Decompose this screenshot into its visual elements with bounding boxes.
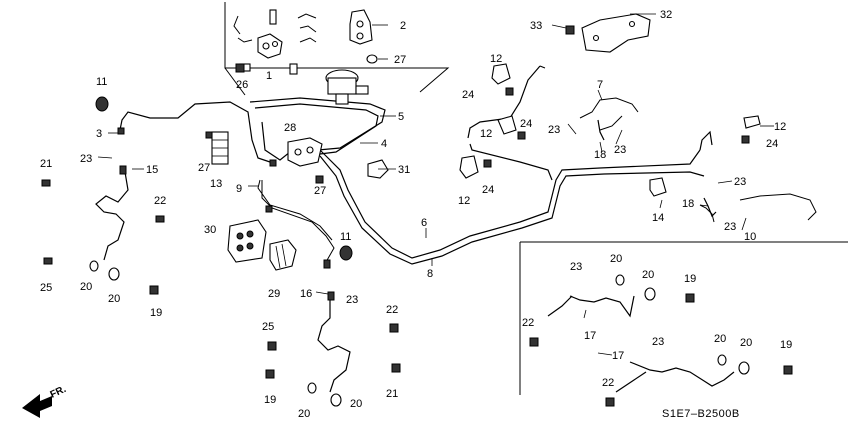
washer-20-b <box>108 267 120 281</box>
callout-12-b[interactable]: 12 <box>480 128 492 140</box>
components <box>41 9 793 407</box>
clip-12-d <box>743 115 761 129</box>
callout-25-b[interactable]: 25 <box>262 321 274 333</box>
grommet-11-left <box>95 96 109 112</box>
bolts <box>41 25 793 407</box>
callout-23-b[interactable]: 23 <box>346 294 358 306</box>
callout-19-b[interactable]: 19 <box>264 394 276 406</box>
callout-31[interactable]: 31 <box>398 164 410 176</box>
callout-6[interactable]: 6 <box>421 217 427 229</box>
callout-33[interactable]: 33 <box>530 20 542 32</box>
callout-20-e[interactable]: 20 <box>610 253 622 265</box>
callout-7[interactable]: 7 <box>597 79 603 91</box>
callout-23-f[interactable]: 23 <box>724 221 736 233</box>
callout-20-h[interactable]: 20 <box>740 337 752 349</box>
callout-27-b[interactable]: 27 <box>198 162 210 174</box>
grommet-11-center <box>339 245 353 261</box>
callout-22-a[interactable]: 22 <box>154 195 166 207</box>
callout-29[interactable]: 29 <box>268 288 280 300</box>
callout-24-d[interactable]: 24 <box>766 138 778 150</box>
callout-23-g[interactable]: 23 <box>570 261 582 273</box>
callout-23-d[interactable]: 23 <box>614 144 626 156</box>
leader-lines <box>97 13 774 356</box>
callout-10[interactable]: 10 <box>744 231 756 243</box>
callout-14[interactable]: 14 <box>652 212 664 224</box>
callout-19-c[interactable]: 19 <box>684 273 696 285</box>
clip-14 <box>649 177 667 197</box>
clip-29 <box>269 239 297 271</box>
callout-19-a[interactable]: 19 <box>150 307 162 319</box>
callout-21-a[interactable]: 21 <box>40 158 52 170</box>
callout-27-a[interactable]: 27 <box>394 54 406 66</box>
callout-12-a[interactable]: 12 <box>490 53 502 65</box>
callout-20-f[interactable]: 20 <box>642 269 654 281</box>
callout-20-a[interactable]: 20 <box>80 281 92 293</box>
callout-22-b[interactable]: 22 <box>386 304 398 316</box>
callout-19-d[interactable]: 19 <box>780 339 792 351</box>
callout-30[interactable]: 30 <box>204 224 216 236</box>
clamp-30 <box>227 219 267 263</box>
callout-23-h[interactable]: 23 <box>652 336 664 348</box>
washer-20-f <box>644 287 656 301</box>
washer-20-g <box>717 354 727 366</box>
callout-5[interactable]: 5 <box>398 111 404 123</box>
callout-3[interactable]: 3 <box>96 128 102 140</box>
callout-21-b[interactable]: 21 <box>386 388 398 400</box>
nut-27-top <box>366 54 378 64</box>
callout-11-left[interactable]: 11 <box>96 76 107 88</box>
callout-23-e[interactable]: 23 <box>734 176 746 188</box>
callout-18-a[interactable]: 18 <box>594 149 606 161</box>
brake-hoses <box>95 171 735 393</box>
callout-12-c[interactable]: 12 <box>458 195 470 207</box>
callout-2[interactable]: 2 <box>400 20 406 32</box>
callout-24-b[interactable]: 24 <box>520 118 532 130</box>
proportioning-valve-1 <box>257 33 283 59</box>
callout-23-a[interactable]: 23 <box>80 153 92 165</box>
callout-25-a[interactable]: 25 <box>40 282 52 294</box>
callout-26[interactable]: 26 <box>236 79 248 91</box>
clip-12-a <box>491 63 511 85</box>
brake-pipes <box>119 65 817 265</box>
inset-frame-bottom-right <box>519 241 848 395</box>
callout-11-center[interactable]: 11 <box>340 231 351 243</box>
callout-17-b[interactable]: 17 <box>612 350 624 362</box>
diagram-code: S1E7–B2500B <box>662 408 740 420</box>
callout-27-c[interactable]: 27 <box>314 185 326 197</box>
callout-1[interactable]: 1 <box>266 70 272 82</box>
callout-15[interactable]: 15 <box>146 164 158 176</box>
callout-20-b[interactable]: 20 <box>108 293 120 305</box>
callout-20-g[interactable]: 20 <box>714 333 726 345</box>
direction-label: FR. <box>49 384 68 401</box>
callout-13[interactable]: 13 <box>210 178 222 190</box>
washer-20-d <box>330 393 342 407</box>
callout-labels: 1 2 3 4 5 6 7 8 9 10 11 11 12 12 12 12 1… <box>40 9 792 420</box>
callout-28[interactable]: 28 <box>284 122 296 134</box>
callout-23-c[interactable]: 23 <box>548 124 560 136</box>
clip-12-c <box>459 155 479 179</box>
callout-22-d[interactable]: 22 <box>602 377 614 389</box>
callout-4[interactable]: 4 <box>381 138 387 150</box>
heat-shield-32 <box>581 13 651 53</box>
callout-24-c[interactable]: 24 <box>482 184 494 196</box>
washer-20-h <box>738 361 750 375</box>
washer-20-e <box>615 274 625 286</box>
front-direction-arrow[interactable]: FR. <box>22 384 68 418</box>
clip-12-b <box>497 115 517 135</box>
callout-9[interactable]: 9 <box>236 183 242 195</box>
washer-20-a <box>89 260 99 272</box>
callout-17-a[interactable]: 17 <box>584 330 596 342</box>
callout-16[interactable]: 16 <box>300 288 312 300</box>
callout-22-c[interactable]: 22 <box>522 317 534 329</box>
callout-24-a[interactable]: 24 <box>462 89 474 101</box>
callout-20-c[interactable]: 20 <box>298 408 310 420</box>
callout-20-d[interactable]: 20 <box>350 398 362 410</box>
washer-20-c <box>307 382 317 394</box>
callout-32[interactable]: 32 <box>660 9 672 21</box>
callout-8[interactable]: 8 <box>427 268 433 280</box>
callout-12-d[interactable]: 12 <box>774 121 786 133</box>
pipe-joint-28 <box>287 137 323 167</box>
callout-18-b[interactable]: 18 <box>682 198 694 210</box>
